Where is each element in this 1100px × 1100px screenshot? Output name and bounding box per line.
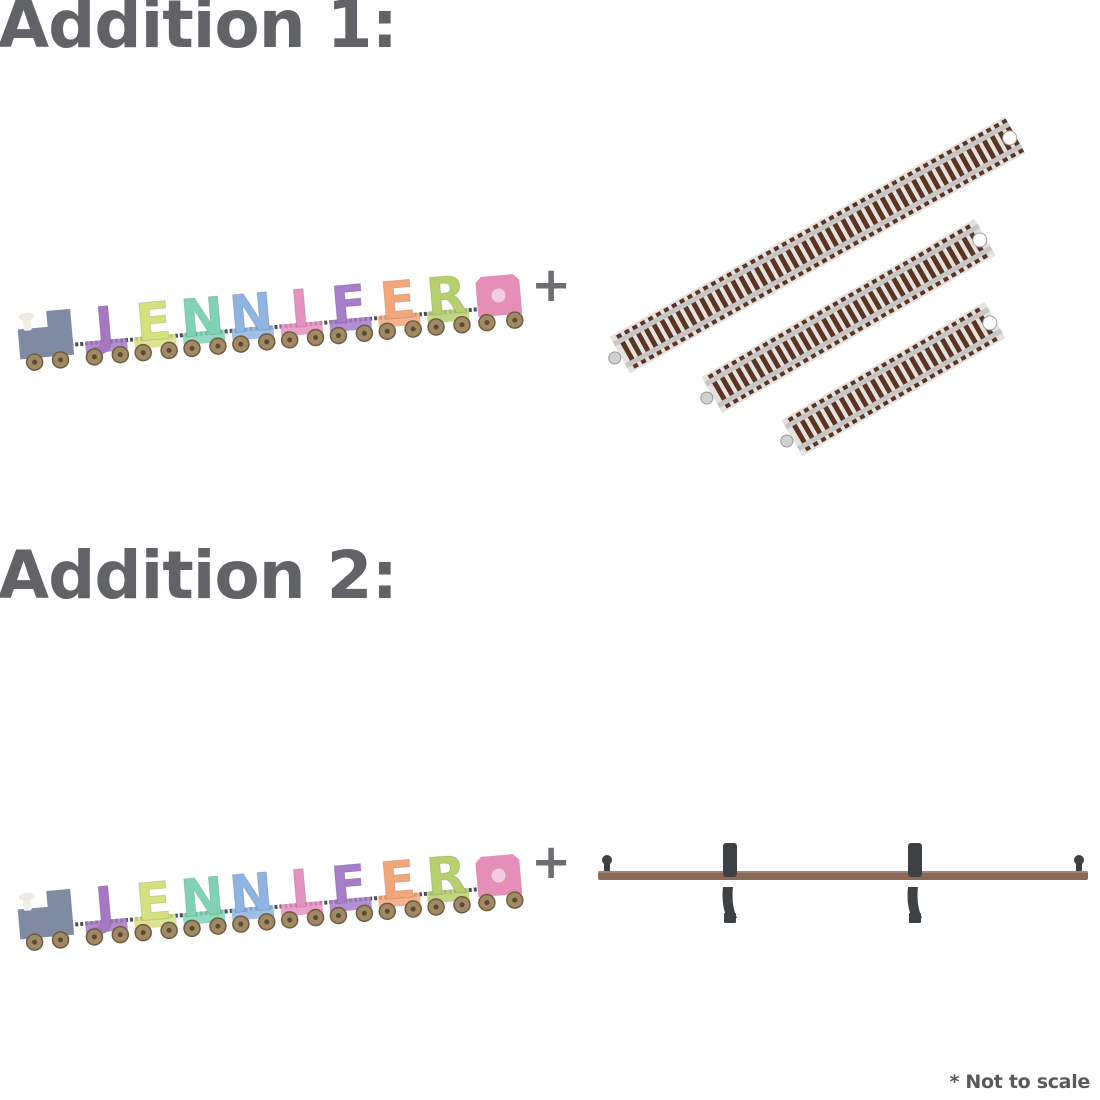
rod-highlight [598, 871, 1088, 873]
plus-sign-1: + [531, 257, 572, 313]
train-letter-car-2: E [133, 871, 178, 942]
train-letter-car-8: R [423, 845, 471, 916]
train-letter-3: N [178, 867, 227, 931]
straight-track-pieces [608, 116, 1026, 457]
rod-bar [598, 871, 1088, 880]
train-letter-car-7: E [377, 849, 422, 921]
addition-1-heading: Addition 1: [0, 0, 398, 63]
train-caboose [475, 854, 524, 912]
train-letter-car-3: N [178, 286, 227, 358]
addition-2-heading: Addition 2: [0, 537, 398, 614]
rod-bracket-right [907, 843, 922, 923]
track-piece-short [780, 301, 1006, 457]
track-piece-long [608, 116, 1026, 374]
rod-end-post-right [1076, 862, 1082, 871]
rod-end-post-left [604, 862, 610, 871]
rod-bracket-left [722, 843, 737, 923]
track-piece-medium [700, 218, 996, 414]
train-letter-car-1: J [85, 296, 130, 366]
train-engine [17, 308, 75, 371]
train-letter-car-1: J [85, 876, 130, 946]
train-caboose [475, 274, 524, 332]
train-letter-4: N [227, 282, 276, 346]
train-letter-car-4: N [226, 282, 276, 353]
train-letter-car-6: F [328, 854, 374, 925]
plus-sign-2: + [531, 834, 572, 890]
train-letter-car-8: R [423, 265, 471, 336]
not-to-scale-note: * Not to scale [949, 1071, 1090, 1093]
train-letter-car-5: I [280, 279, 325, 349]
train-letter-car-6: F [328, 274, 374, 345]
train-letter-car-2: E [133, 291, 178, 362]
wall-mount-shelf-rod [598, 843, 1088, 923]
train-letter-car-7: E [377, 269, 422, 341]
train-letter-car-5: I [280, 859, 325, 929]
train-engine [17, 888, 75, 951]
train-letter-car-3: N [178, 866, 227, 938]
train-letter-car-4: N [226, 862, 276, 933]
